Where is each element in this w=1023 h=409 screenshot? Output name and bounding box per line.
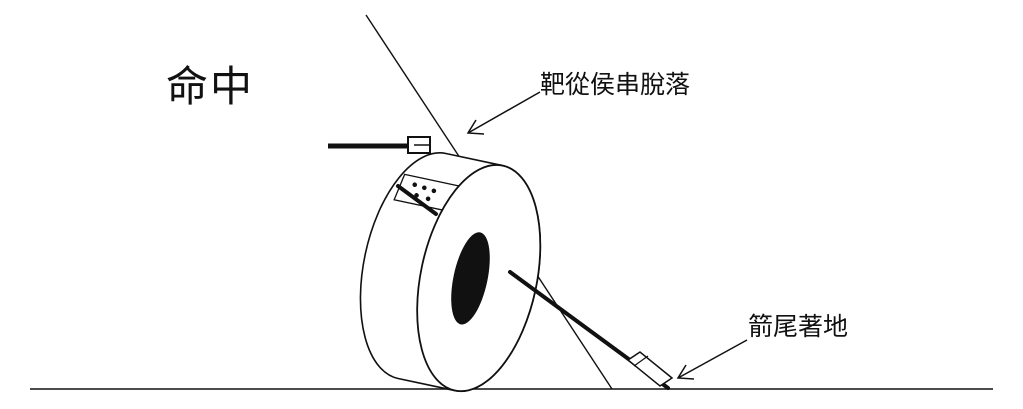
- arrow-shaft-rear: [396, 184, 438, 216]
- target-hole: [451, 232, 490, 325]
- pointer-head-bottom: [676, 364, 695, 380]
- target-wheel: [359, 152, 542, 393]
- pointer-line-bottom: [677, 339, 748, 379]
- pointer-head-top: [466, 119, 485, 135]
- patch-dot: [412, 182, 418, 188]
- patch-dot: [425, 196, 431, 202]
- label-arrow-tail-ground: 箭尾著地: [748, 312, 849, 341]
- patch-dot: [431, 188, 437, 194]
- arrow-fletching: [626, 351, 674, 387]
- diagram-title: 命中: [166, 62, 255, 111]
- fletching-edge: [633, 355, 649, 367]
- pointer-line-top: [467, 91, 541, 134]
- label-target-falling: 靶從侯串脫落: [540, 70, 691, 99]
- patch-dot: [422, 185, 427, 191]
